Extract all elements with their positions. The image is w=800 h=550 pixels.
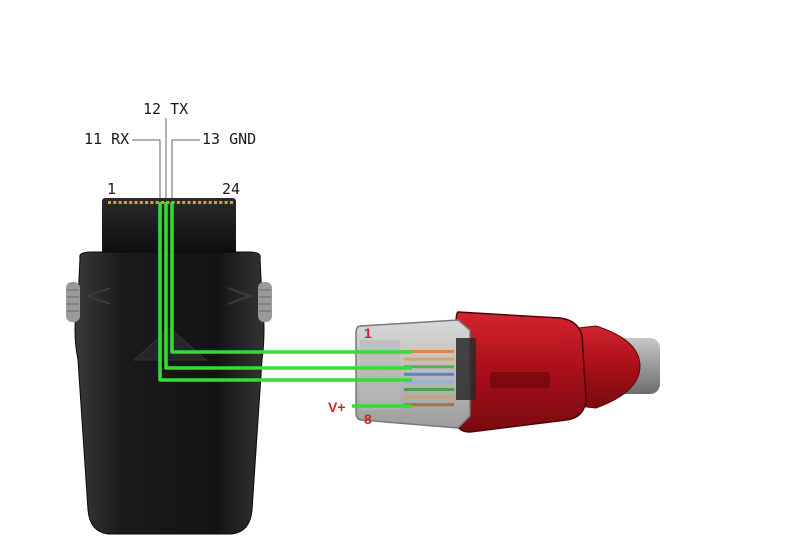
connector-pin	[176, 201, 180, 204]
tx-label: 12 TX	[143, 100, 188, 118]
connector-head	[102, 198, 236, 256]
rj45-contact	[404, 350, 454, 353]
pin-24-label: 24	[222, 180, 240, 198]
connector-pin	[161, 201, 164, 204]
right-grip	[258, 282, 272, 322]
gnd-label: 13 GND	[202, 130, 256, 148]
rj45-contacts	[404, 350, 454, 407]
rj45-pin-8-label: 8	[364, 411, 372, 427]
rx-label: 11 RX	[84, 130, 129, 148]
connector-pin	[214, 201, 217, 204]
connector-pin	[224, 201, 228, 204]
rj45-contact	[404, 395, 454, 399]
rj45-contact	[404, 388, 454, 391]
rj45-contact	[404, 365, 454, 369]
connector-pin	[108, 201, 111, 204]
connector-pin	[139, 201, 143, 204]
connector-pin	[145, 201, 149, 204]
wire-pin12-tx	[170, 202, 412, 354]
rj45-pin-1-label: 1	[364, 325, 372, 341]
rj45-contact	[404, 380, 454, 384]
connector-pin	[118, 201, 122, 204]
connector-body	[74, 251, 265, 535]
phone-data-connector	[66, 198, 272, 535]
vplus-label: V+	[328, 399, 346, 415]
left-grip	[66, 282, 80, 322]
connector-pin	[229, 201, 233, 204]
connector-pin	[129, 201, 133, 204]
wires	[158, 202, 412, 408]
rj45-plug	[355, 311, 660, 433]
connector-pin	[134, 201, 138, 204]
pin-1-label: 1	[107, 180, 116, 198]
connector-pin	[123, 201, 127, 204]
connector-pin	[208, 201, 212, 204]
right-arrow-emboss	[227, 287, 253, 305]
connector-pin	[219, 201, 223, 204]
plug-latch	[456, 338, 476, 400]
connector-pin	[198, 201, 202, 204]
connector-pin	[187, 201, 191, 204]
left-arrow-emboss	[85, 287, 111, 305]
connector-pin	[155, 201, 159, 204]
rj45-contact	[404, 403, 454, 407]
wire-pin11-rx	[158, 202, 412, 382]
connector-pin	[192, 201, 196, 204]
connector-pin	[166, 201, 170, 204]
label-leaders	[132, 118, 200, 198]
connector-pin	[113, 201, 117, 204]
wire-pin13-gnd	[164, 202, 412, 370]
connector-pin	[203, 201, 207, 204]
rj45-contact	[404, 357, 454, 361]
rj45-contact	[404, 372, 454, 376]
connector-pin	[182, 201, 186, 204]
connector-pin	[150, 201, 154, 204]
